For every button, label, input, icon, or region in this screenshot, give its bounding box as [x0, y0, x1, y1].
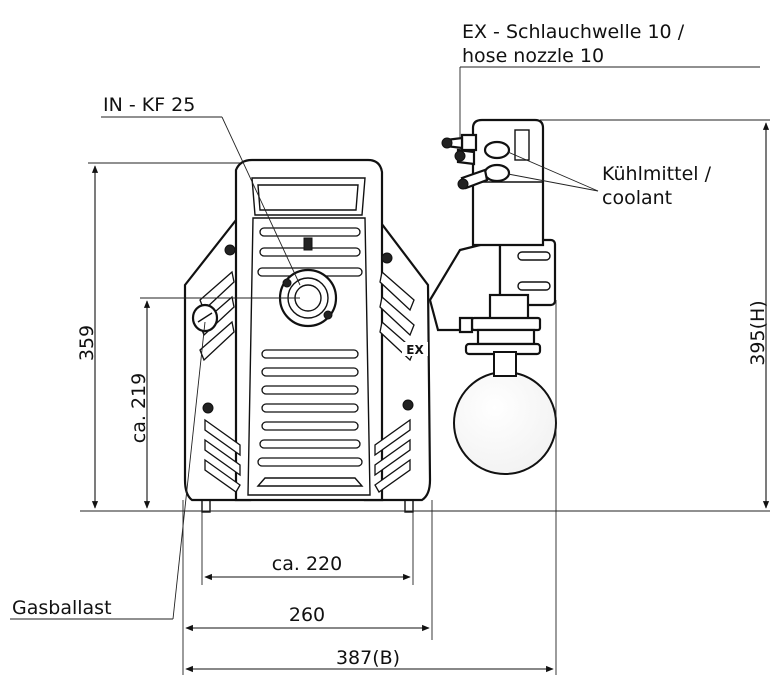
gas-ballast-valve — [191, 303, 219, 333]
exhaust-label-line1: EX - Schlauchwelle 10 / — [462, 21, 685, 43]
dim-height-total-label: 395(H) — [747, 300, 769, 365]
dim-width-feet — [201, 512, 414, 585]
callout-gas-ballast — [10, 321, 206, 620]
gas-ballast-label: Gasballast — [12, 597, 112, 619]
pump-housing — [183, 158, 432, 513]
coolant-label-line2: coolant — [602, 187, 672, 209]
callout-coolant — [507, 151, 599, 192]
callout-exhaust — [459, 66, 760, 138]
ex-badge-bg — [402, 342, 428, 356]
dim-height-body — [88, 162, 240, 509]
dim-width-total — [182, 300, 557, 675]
coolant-label-line1: Kühlmittel / — [602, 163, 712, 185]
dim-height-body-label: 359 — [76, 325, 98, 361]
inlet-label: IN - KF 25 — [103, 94, 195, 116]
dim-width-body-label: 260 — [289, 604, 325, 626]
dim-width-feet-label: ca. 220 — [272, 553, 342, 575]
ex-badge: EX — [406, 343, 424, 357]
round-bottom-flask — [453, 351, 557, 475]
exhaust-label-line2: hose nozzle 10 — [462, 45, 604, 67]
dim-height-inlet — [140, 297, 300, 509]
dim-width-total-label: 387(B) — [336, 647, 400, 669]
callout-inlet — [101, 116, 301, 286]
dim-height-inlet-label: ca. 219 — [128, 373, 150, 443]
dim-height-total — [540, 119, 770, 509]
emission-condenser — [428, 118, 557, 368]
